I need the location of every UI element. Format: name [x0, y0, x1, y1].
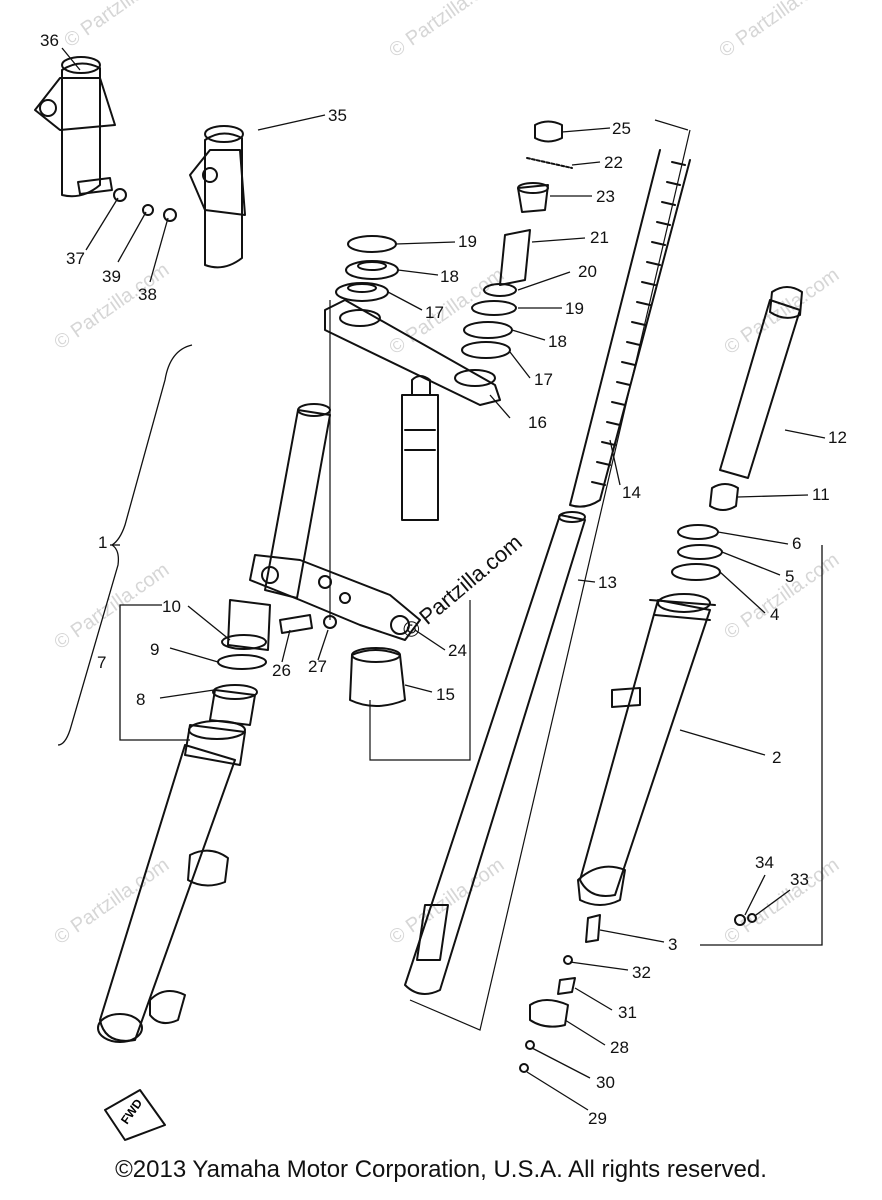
right-inner-tube — [709, 286, 803, 511]
headlight-bracket-left — [34, 56, 116, 198]
assembly-brace — [57, 344, 193, 746]
right-seals — [671, 524, 723, 581]
callout-28: 28 — [610, 1038, 629, 1057]
callout-14: 14 — [622, 483, 641, 502]
right-outer-tube — [577, 593, 716, 906]
watermark: © Partzilla.com — [720, 549, 843, 644]
callout-numbers: 1 2 3 4 5 6 7 8 9 10 11 12 13 14 15 16 1… — [40, 31, 847, 1128]
fork-cover — [349, 647, 406, 707]
callout-12: 12 — [828, 428, 847, 447]
callout-26: 26 — [272, 661, 291, 680]
callout-3: 3 — [668, 935, 677, 954]
callout-25: 25 — [612, 119, 631, 138]
fwd-arrow: FWD — [104, 1089, 166, 1141]
callout-37: 37 — [66, 249, 85, 268]
callout-19-right: 19 — [565, 299, 584, 318]
damper-rod — [404, 511, 586, 995]
callout-10: 10 — [162, 597, 181, 616]
callout-32: 32 — [632, 963, 651, 982]
callout-16: 16 — [528, 413, 547, 432]
left-outer-tube — [97, 720, 246, 1043]
callout-18-left: 18 — [440, 267, 459, 286]
fork-spring — [569, 149, 691, 508]
callout-5: 5 — [785, 567, 794, 586]
watermark: © Partzilla.com — [50, 854, 173, 949]
pinch-bolt — [279, 614, 337, 634]
leader-lines — [61, 47, 826, 1111]
watermark: © Partzilla.com — [385, 854, 508, 949]
bearing-races-left — [335, 235, 399, 302]
lower-bracket — [249, 554, 421, 641]
callout-20: 20 — [578, 262, 597, 281]
stem-cap-parts — [499, 120, 573, 286]
callout-9: 9 — [150, 640, 159, 659]
callout-19-left: 19 — [458, 232, 477, 251]
callout-39: 39 — [102, 267, 121, 286]
dashed-spring-outline — [409, 119, 691, 1031]
dashed-assembly-outline — [329, 300, 471, 761]
left-tube-shroud — [227, 599, 271, 651]
bearing-races-right — [461, 283, 517, 359]
callout-38: 38 — [138, 285, 157, 304]
upper-bracket — [324, 299, 501, 406]
callout-29: 29 — [588, 1109, 607, 1128]
watermark: © Partzilla.com — [385, 0, 508, 62]
callout-2: 2 — [772, 748, 781, 767]
callout-13: 13 — [598, 573, 617, 592]
callout-33: 33 — [790, 870, 809, 889]
callout-36: 36 — [40, 31, 59, 50]
callout-24: 24 — [448, 641, 467, 660]
watermark: © Partzilla.com — [715, 0, 838, 62]
callout-31: 31 — [618, 1003, 637, 1022]
callout-34: 34 — [755, 853, 774, 872]
callout-6: 6 — [792, 534, 801, 553]
steering-stem — [401, 375, 439, 521]
callout-17-left: 17 — [425, 303, 444, 322]
callout-22: 22 — [604, 153, 623, 172]
copyright-notice: ©2013 Yamaha Motor Corporation, U.S.A. A… — [115, 1156, 767, 1183]
callout-7: 7 — [97, 653, 106, 672]
callout-11: 11 — [812, 485, 830, 504]
watermark-layer: © Partzilla.com © Partzilla.com © Partzi… — [50, 0, 843, 949]
callout-35: 35 — [328, 106, 347, 125]
callout-8: 8 — [136, 690, 145, 709]
center-watermark: © Partzilla.com — [397, 529, 527, 643]
watermark: © Partzilla.com — [720, 264, 843, 359]
watermark: © Partzilla.com — [720, 854, 843, 949]
callout-18-right: 18 — [548, 332, 567, 351]
callout-23: 23 — [596, 187, 615, 206]
callout-4: 4 — [770, 605, 779, 624]
callout-21: 21 — [590, 228, 609, 247]
callout-27: 27 — [308, 657, 327, 676]
bracket-fasteners — [113, 188, 177, 222]
watermark: © Partzilla.com — [60, 0, 183, 52]
callout-15: 15 — [436, 685, 455, 704]
drain-bolts — [519, 913, 757, 1073]
callout-17-right: 17 — [534, 370, 553, 389]
callout-1: 1 — [98, 533, 107, 552]
group-brackets — [119, 545, 823, 946]
callout-30: 30 — [596, 1073, 615, 1092]
headlight-bracket-right — [189, 125, 246, 269]
